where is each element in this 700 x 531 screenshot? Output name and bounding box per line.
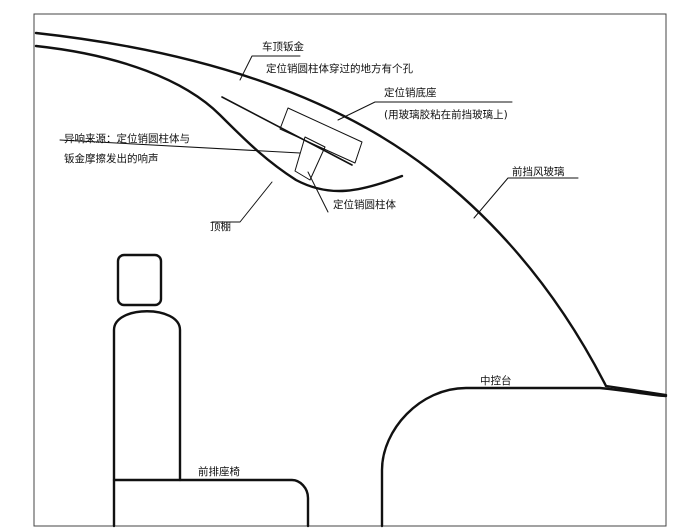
- leader-windshield: [473, 177, 579, 219]
- label-pin-cylinder: 定位销圆柱体: [333, 198, 396, 211]
- label-center-console: 中控台: [480, 374, 512, 387]
- label-headliner: 顶棚: [210, 220, 231, 233]
- sheet-metal-line: [221, 96, 353, 166]
- leader-headliner: [211, 181, 273, 223]
- pin-cylinder-shape: [294, 136, 326, 181]
- label-front-seat: 前排座椅: [198, 465, 240, 478]
- windshield-lower-line: [604, 384, 668, 397]
- leader-pin-cylinder: [307, 171, 329, 213]
- leader-sheet-metal: [239, 55, 301, 81]
- center-console: [380, 386, 668, 528]
- frame-border: [33, 13, 667, 527]
- label-hole-note: 定位销圆柱体穿过的地方有个孔: [266, 62, 413, 75]
- seat-base: [112, 478, 310, 528]
- headliner-curve: [34, 44, 404, 193]
- label-pin-base: 定位销底座: [384, 86, 437, 99]
- label-pin-base-note: (用玻璃胶粘在前挡玻璃上): [384, 108, 508, 121]
- label-noise-source-line2: 钣金摩擦发出的响声: [64, 152, 159, 165]
- leader-noise-source: [59, 139, 301, 154]
- pin-base-shape: [279, 107, 363, 164]
- label-windshield: 前挡风玻璃: [512, 165, 565, 178]
- label-body-sheet-metal: 车顶钣金: [262, 40, 304, 53]
- label-noise-source-line1: 异响来源：定位销圆柱体与: [64, 132, 190, 145]
- seat-back: [112, 310, 182, 528]
- seat-headrest: [116, 253, 163, 307]
- leader-pin-base: [337, 101, 513, 121]
- roof-windshield-curve: [34, 31, 608, 388]
